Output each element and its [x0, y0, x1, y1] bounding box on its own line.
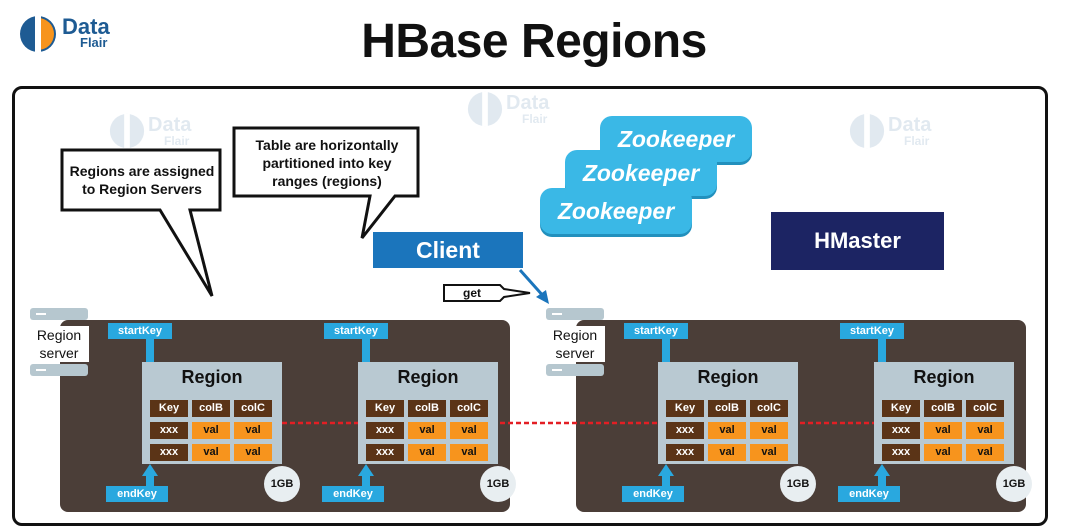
dataflair-logo: Data Flair — [18, 14, 128, 54]
region-val-cell: val — [924, 422, 962, 439]
watermark-text: Data — [148, 114, 192, 136]
get-label: get — [463, 286, 481, 300]
end-key-tag: endKey — [622, 486, 684, 502]
end-key-pointer — [874, 464, 890, 488]
region-title: Region — [181, 367, 243, 387]
region-header-cell: colB — [408, 400, 446, 417]
watermark-text: Flair — [164, 134, 190, 148]
end-key-tag: endKey — [838, 486, 900, 502]
region-key-cell: xxx — [882, 444, 920, 461]
region-val-cell: val — [966, 422, 1004, 439]
start-key-tag: startKey — [108, 323, 172, 339]
server-rack-icon — [30, 364, 88, 376]
page-title: HBase Regions — [361, 15, 707, 68]
region-val-cell: val — [234, 422, 272, 439]
region-header-cell: Key — [666, 400, 704, 417]
callout-right-line: partitioned into key — [262, 155, 392, 171]
watermark-text: Flair — [904, 134, 930, 148]
end-key-pointer — [358, 464, 374, 488]
server-label: server — [545, 344, 605, 362]
watermark-logo-icon — [467, 91, 503, 127]
region-header-cell: colC — [750, 400, 788, 417]
region-card: Region Key colB colC xxx val val xxx val… — [874, 362, 1014, 464]
region-card: Region Key colB colC xxx val val xxx val… — [358, 362, 498, 464]
region-header-cell: Key — [366, 400, 404, 417]
start-key-tag: startKey — [624, 323, 688, 339]
callout-right-line: Table are horizontally — [255, 137, 399, 153]
region-key-cell: xxx — [150, 444, 188, 461]
region-key-cell: xxx — [666, 422, 704, 439]
end-key-pointer — [142, 464, 158, 488]
region-val-cell: val — [708, 444, 746, 461]
logo-text-data: Data — [62, 14, 110, 39]
server-rack-icon — [546, 308, 604, 320]
server-rack-icon — [30, 308, 88, 320]
region-key-cell: xxx — [666, 444, 704, 461]
region-val-cell: val — [924, 444, 962, 461]
region-header-cell: colC — [966, 400, 1004, 417]
watermark: Data Flair — [848, 112, 948, 152]
region-val-cell: val — [192, 422, 230, 439]
region-val-cell: val — [450, 444, 488, 461]
region-header-cell: Key — [150, 400, 188, 417]
region-header-cell: colB — [708, 400, 746, 417]
zookeeper-node: Zookeeper — [540, 188, 692, 234]
region-header-cell: Key — [882, 400, 920, 417]
region-val-cell: val — [192, 444, 230, 461]
watermark-text: Data — [506, 92, 550, 114]
region-val-cell: val — [750, 444, 788, 461]
region-key-cell: xxx — [366, 422, 404, 439]
watermark: Data Flair — [108, 112, 208, 152]
size-badge: 1GB — [996, 466, 1032, 502]
region-val-cell: val — [750, 422, 788, 439]
region-card: Region Key colB colC xxx val val xxx val… — [142, 362, 282, 464]
region-val-cell: val — [708, 422, 746, 439]
region-val-cell: val — [966, 444, 1004, 461]
server-label: server — [29, 344, 89, 362]
region-header-cell: colC — [450, 400, 488, 417]
end-key-pointer — [658, 464, 674, 488]
region-val-cell: val — [450, 422, 488, 439]
size-badge: 1GB — [480, 466, 516, 502]
dataflair-logo-icon — [20, 16, 56, 52]
region-key-cell: xxx — [366, 444, 404, 461]
start-key-tag: startKey — [840, 323, 904, 339]
hmaster-box: HMaster — [771, 212, 944, 270]
watermark-logo-icon — [109, 113, 145, 149]
logo-text-flair: Flair — [80, 35, 108, 50]
region-header-cell: colB — [192, 400, 230, 417]
server-label: Region — [545, 326, 605, 344]
watermark-text: Flair — [522, 112, 548, 126]
server-rack-icon — [546, 364, 604, 376]
region-header-cell: colB — [924, 400, 962, 417]
region-key-cell: xxx — [150, 422, 188, 439]
end-key-tag: endKey — [322, 486, 384, 502]
region-val-cell: val — [408, 422, 446, 439]
server-label: Region — [29, 326, 89, 344]
region-title: Region — [697, 367, 759, 387]
watermark: Data Flair — [466, 90, 566, 130]
region-key-cell: xxx — [882, 422, 920, 439]
region-header-cell: colC — [234, 400, 272, 417]
watermark-logo-icon — [849, 113, 885, 149]
size-badge: 1GB — [780, 466, 816, 502]
region-card: Region Key colB colC xxx val val xxx val… — [658, 362, 798, 464]
region-title: Region — [397, 367, 459, 387]
watermark-text: Data — [888, 114, 932, 136]
callout-left-line: to Region Servers — [82, 181, 202, 197]
start-key-tag: startKey — [324, 323, 388, 339]
callout-right-line: ranges (regions) — [272, 173, 382, 189]
end-key-tag: endKey — [106, 486, 168, 502]
size-badge: 1GB — [264, 466, 300, 502]
callout-right-text: Table are horizontally partitioned into … — [236, 136, 418, 190]
region-val-cell: val — [234, 444, 272, 461]
region-val-cell: val — [408, 444, 446, 461]
client-box: Client — [373, 232, 523, 268]
callout-left-line: Regions are assigned — [69, 163, 215, 179]
callout-left-text: Regions are assigned to Region Servers — [64, 162, 220, 198]
region-title: Region — [913, 367, 975, 387]
